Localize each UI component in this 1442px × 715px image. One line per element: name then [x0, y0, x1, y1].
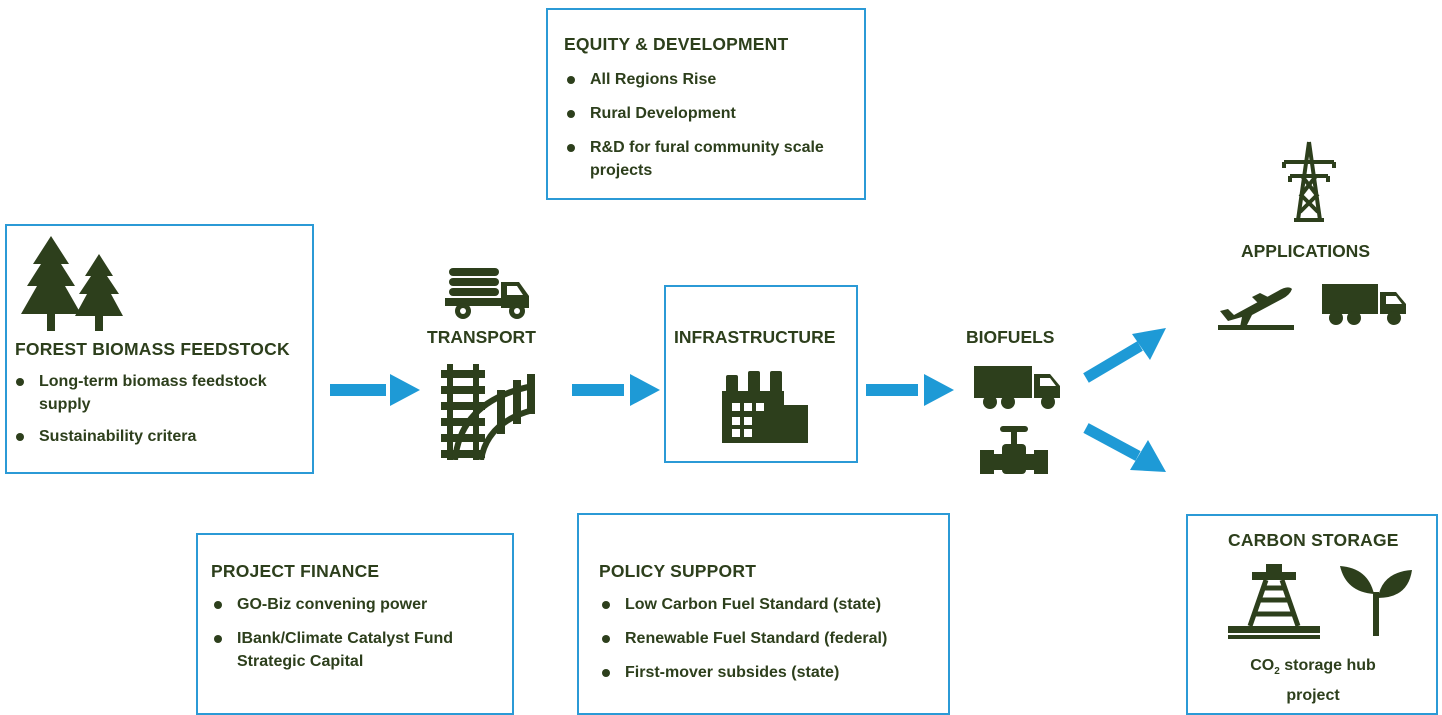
log-truck-icon: [445, 268, 529, 319]
arrow-forest-to-transport: [330, 374, 420, 406]
list-item: Rural Development: [564, 102, 854, 125]
arrow-biofuels-to-applications: [1083, 328, 1166, 383]
list-item: IBank/Climate Catalyst Fund Strategic Ca…: [211, 627, 507, 673]
policy-list: Low Carbon Fuel Standard (state) Renewab…: [599, 593, 939, 695]
co2-line2: project: [1286, 687, 1340, 705]
factory-icon: [722, 371, 808, 443]
carbon-storage-box: CARBON STORAGE CO2 storage hub project: [1186, 514, 1438, 715]
arrow-biofuels-to-carbon-storage: [1083, 423, 1166, 472]
finance-title: PROJECT FINANCE: [211, 561, 380, 581]
list-item: Low Carbon Fuel Standard (state): [599, 593, 939, 616]
list-item: Renewable Fuel Standard (federal): [599, 627, 939, 650]
power-tower-icon: [1282, 141, 1336, 222]
applications-label: APPLICATIONS: [1241, 241, 1370, 261]
list-item: Sustainability critera: [13, 425, 303, 448]
list-item: R&D for fural community scale projects: [564, 136, 854, 182]
policy-support-box: POLICY SUPPORT Low Carbon Fuel Standard …: [577, 513, 950, 715]
list-item: GO-Biz convening power: [211, 593, 507, 616]
finance-list: GO-Biz convening power IBank/Climate Cat…: [211, 593, 507, 684]
co2-prefix: CO: [1250, 657, 1275, 674]
arrow-transport-to-infrastructure: [572, 374, 660, 406]
equity-list: All Regions Rise Rural Development R&D f…: [564, 68, 854, 193]
forest-title: FOREST BIOMASS FEEDSTOCK: [15, 339, 290, 359]
oil-rig-icon: [1228, 564, 1320, 639]
pine-trees-icon: [21, 236, 123, 331]
airplane-icon: [1218, 287, 1294, 330]
forest-biomass-box: FOREST BIOMASS FEEDSTOCK Long-term bioma…: [5, 224, 314, 474]
railroad-tracks-icon: [441, 364, 535, 460]
list-item: First-mover subsides (state): [599, 661, 939, 684]
transport-label: TRANSPORT: [427, 327, 536, 347]
carbon-storage-title: CARBON STORAGE: [1228, 530, 1399, 550]
forest-list: Long-term biomass feedstock supply Susta…: [13, 370, 303, 459]
equity-development-box: EQUITY & DEVELOPMENT All Regions Rise Ru…: [546, 8, 866, 200]
biofuels-label: BIOFUELS: [966, 327, 1055, 347]
project-finance-box: PROJECT FINANCE GO-Biz convening power I…: [196, 533, 514, 715]
delivery-truck-icon: [1322, 284, 1406, 325]
co2-storage-hub-label: CO2 storage hub project: [1228, 654, 1398, 708]
arrow-infrastructure-to-biofuels: [866, 374, 954, 406]
co2-subscript: 2: [1274, 666, 1280, 678]
list-item: All Regions Rise: [564, 68, 854, 91]
truck-icon: [974, 366, 1060, 409]
list-item: Long-term biomass feedstock supply: [13, 370, 303, 416]
infrastructure-box: INFRASTRUCTURE: [664, 285, 858, 463]
co2-rest: storage hub: [1279, 657, 1376, 674]
policy-title: POLICY SUPPORT: [599, 561, 757, 581]
infrastructure-label: INFRASTRUCTURE: [674, 327, 836, 347]
equity-title: EQUITY & DEVELOPMENT: [564, 34, 789, 54]
sprout-icon: [1340, 566, 1412, 636]
pipe-valve-icon: [980, 426, 1048, 474]
